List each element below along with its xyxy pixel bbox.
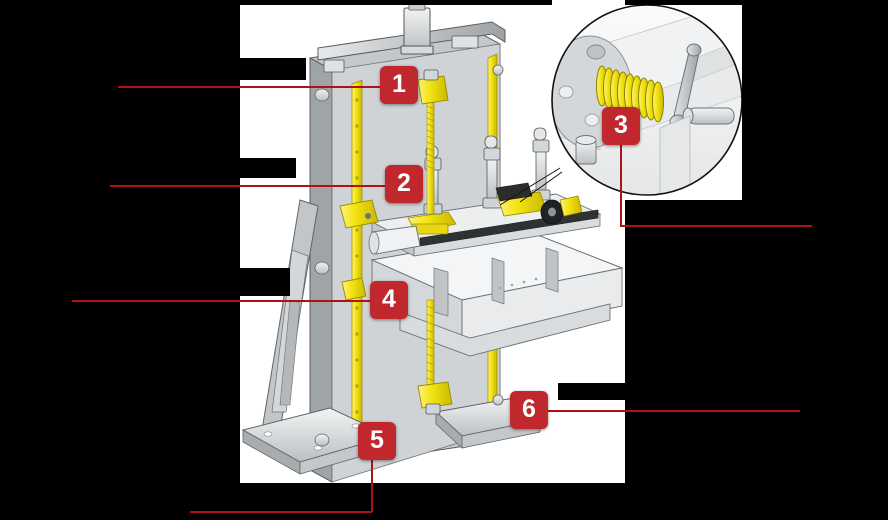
caption-redaction-6 (558, 383, 625, 400)
redacted-block-top-right (625, 0, 888, 5)
callout-badge-3[interactable]: 3 (602, 107, 640, 145)
caption-redaction-2 (240, 158, 296, 178)
callout-badge-5-label: 5 (370, 425, 384, 454)
rail-clamp-blocks (339, 199, 379, 301)
callout-badge-5[interactable]: 5 (358, 422, 396, 460)
leader-line-2 (110, 185, 403, 187)
leader-line-5-vertical (371, 455, 373, 512)
callout-badge-6-label: 6 (522, 394, 536, 423)
leader-line-6 (540, 410, 800, 412)
shaft-pin (682, 107, 735, 125)
redacted-block-bottom (240, 483, 888, 520)
leader-line-3-vertical (620, 140, 622, 226)
frame-fasteners (314, 64, 504, 447)
base-support-leg (261, 199, 319, 431)
detail-inset-artwork (551, 4, 743, 196)
coil-spring (596, 65, 664, 123)
callout-badge-4-label: 4 (382, 284, 396, 313)
machine-assembly (241, 5, 624, 483)
spindle-c (531, 127, 551, 201)
yellow-guide-rail-left (351, 79, 363, 456)
caption-redaction-4 (240, 268, 290, 296)
redacted-block-mid-right (625, 200, 888, 483)
callout-badge-4[interactable]: 4 (370, 281, 408, 319)
inset-bushing (575, 135, 597, 165)
caption-redaction-1 (235, 58, 306, 80)
leader-line-4 (72, 300, 388, 302)
callout-badge-1[interactable]: 1 (380, 66, 418, 104)
callout-badge-1-label: 1 (392, 69, 406, 98)
inset-pointer-lines (499, 167, 563, 206)
redacted-block-left-1 (0, 0, 240, 520)
spindle-b (482, 135, 502, 209)
leader-line-1 (118, 86, 398, 88)
leader-line-5-horizontal (190, 511, 372, 513)
callout-badge-6[interactable]: 6 (510, 391, 548, 429)
lead-screw (417, 69, 453, 415)
callout-badge-2[interactable]: 2 (385, 165, 423, 203)
leader-line-3-horizontal (620, 225, 812, 227)
callout-badge-3-label: 3 (614, 110, 628, 139)
callout-badge-2-label: 2 (397, 168, 411, 197)
